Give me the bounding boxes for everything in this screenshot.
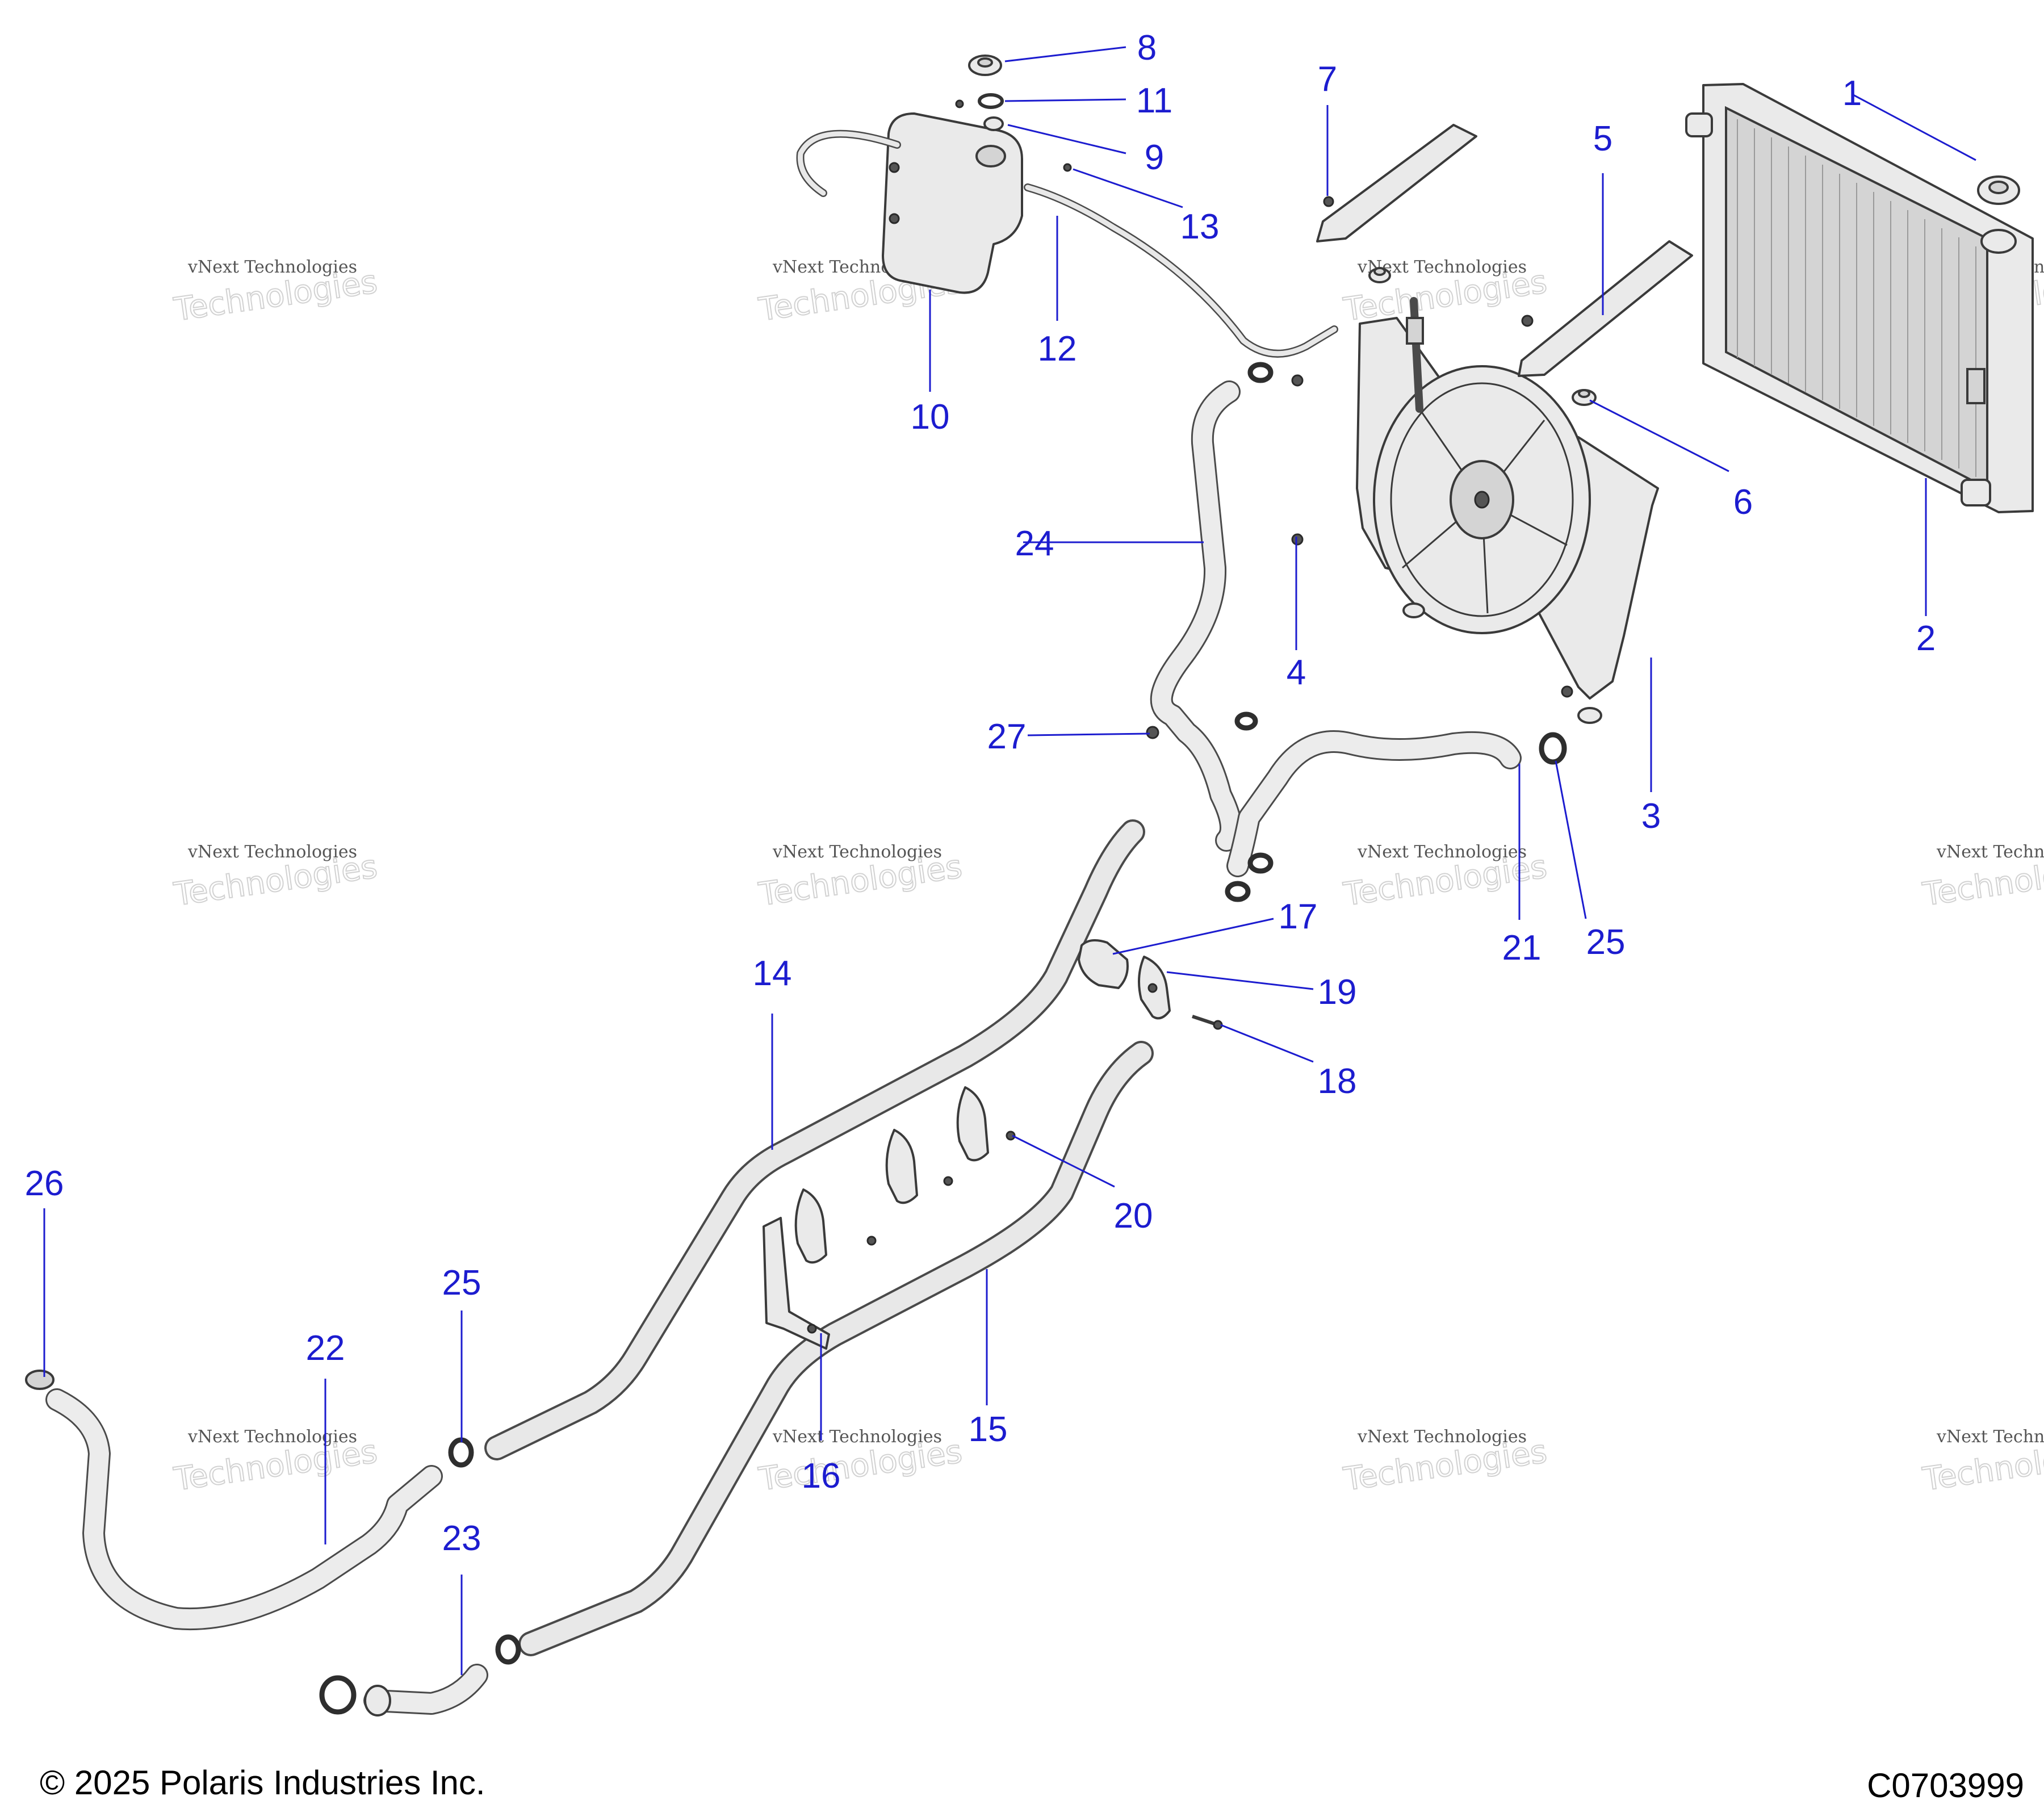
o-ring — [978, 93, 1004, 109]
callout-22: 22 — [306, 1329, 345, 1368]
bracket-lower — [1518, 240, 1693, 377]
screw — [955, 99, 964, 108]
callout-10: 10 — [911, 397, 950, 437]
watermark-text: vNext Technologies — [772, 842, 942, 862]
callout-12: 12 — [1038, 329, 1077, 369]
callout-27: 27 — [987, 717, 1027, 756]
callout-7: 7 — [1318, 60, 1337, 99]
callout-labels: 1 2 3 4 5 6 7 8 9 10 11 12 13 14 15 16 1… — [25, 28, 1936, 1558]
watermark-text: vNext Technologies — [1357, 1427, 1527, 1447]
coolant-reservoir — [796, 112, 1023, 294]
tube-clamp-set — [794, 1086, 1016, 1264]
watermark-text: vNext Technologies — [1936, 1427, 2044, 1447]
radiator-cap — [1977, 175, 2020, 254]
grommet — [1368, 267, 1597, 406]
tube-mount-bracket — [763, 1217, 830, 1350]
callout-26: 26 — [25, 1164, 64, 1203]
tube-clamp — [1138, 956, 1171, 1020]
watermark-text: vNext Technologies — [772, 1427, 942, 1447]
cooling-fan-assembly — [1356, 297, 1659, 724]
callout-21: 21 — [1502, 928, 1542, 968]
callout-25-upper: 25 — [1586, 923, 1626, 962]
callout-2: 2 — [1916, 619, 1936, 658]
figure-id: C0703999 — [1867, 1766, 2024, 1805]
callout-5: 5 — [1593, 119, 1612, 158]
watermark-text: vNext Technologies — [187, 257, 357, 277]
engine-outlet-hose — [363, 1664, 488, 1716]
callout-11: 11 — [1136, 81, 1172, 120]
overflow-hose — [1024, 183, 1338, 358]
clamp-bolt — [1192, 1015, 1223, 1030]
leader-lines — [43, 46, 1976, 1675]
watermark-text: vNext Technologies — [187, 1427, 357, 1447]
watermark-text: vNext Technologies — [1357, 842, 1527, 862]
engine-inlet-hose — [45, 1388, 443, 1631]
hose-clamp — [319, 362, 1567, 1715]
screw — [1063, 163, 1072, 172]
hose-clip — [1146, 726, 1159, 739]
watermark-text: vNext Technologies — [1936, 842, 2044, 862]
watermark-text: vNext Technologies — [187, 842, 357, 862]
reservoir-cap — [968, 55, 1002, 76]
callout-18: 18 — [1318, 1062, 1357, 1101]
callout-3: 3 — [1641, 797, 1661, 836]
callout-9: 9 — [1145, 138, 1164, 177]
coolant-tube-lower — [518, 1041, 1154, 1656]
callout-4: 4 — [1287, 653, 1306, 692]
callout-19: 19 — [1318, 973, 1357, 1012]
callout-8: 8 — [1137, 28, 1157, 68]
callout-14: 14 — [753, 954, 792, 993]
reservoir-insert — [983, 116, 1004, 131]
spring-clamp — [25, 1370, 55, 1390]
upper-radiator-hose — [1150, 380, 1242, 852]
copyright-text: © 2025 Polaris Industries Inc. — [40, 1764, 485, 1802]
callout-24: 24 — [1015, 524, 1054, 563]
radiator — [1685, 83, 2034, 513]
callout-1: 1 — [1842, 74, 1862, 113]
lower-radiator-hose — [1226, 730, 1522, 877]
callout-20: 20 — [1114, 1196, 1153, 1236]
coolant-tube-upper — [484, 819, 1145, 1460]
callout-13: 13 — [1180, 207, 1220, 246]
bracket-upper — [1316, 124, 1477, 242]
hose-sleeve — [1078, 939, 1129, 989]
callout-25-lower: 25 — [442, 1263, 481, 1303]
callout-16: 16 — [802, 1456, 841, 1496]
callout-17: 17 — [1279, 897, 1318, 936]
callout-6: 6 — [1733, 483, 1753, 522]
callout-15: 15 — [969, 1410, 1008, 1449]
callout-23: 23 — [442, 1519, 481, 1558]
bolt — [1291, 315, 1573, 698]
